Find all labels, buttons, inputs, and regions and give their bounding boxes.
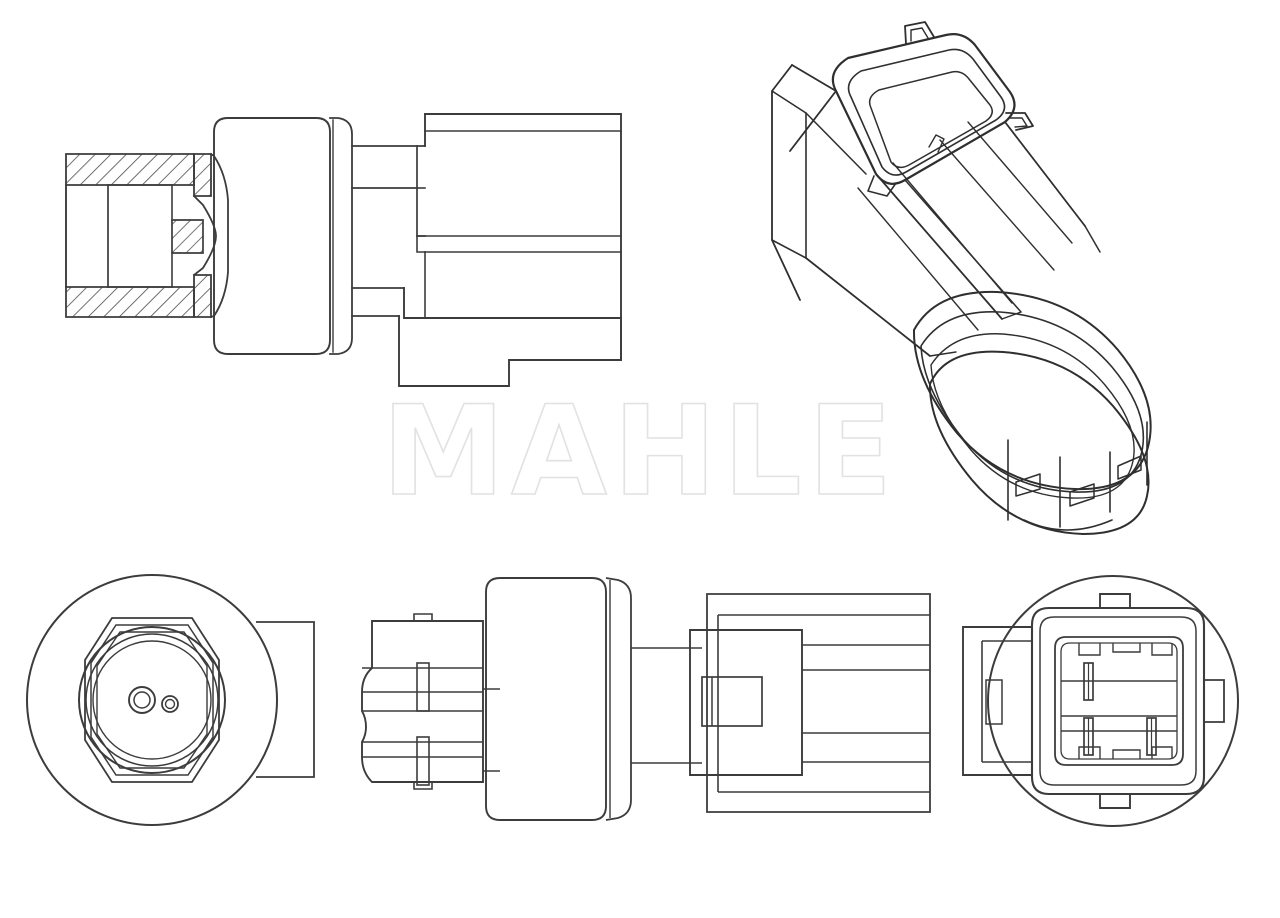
sensor-body-section bbox=[213, 117, 353, 355]
crimp-ring-iso bbox=[912, 290, 1152, 535]
blade-terminals-face bbox=[1083, 662, 1157, 756]
connector-shroud-face bbox=[1030, 606, 1206, 796]
connector-body-iso bbox=[771, 64, 1101, 357]
connector-flange-circle bbox=[987, 575, 1239, 827]
connector-housing-section bbox=[398, 113, 622, 387]
terminal-cavity-face bbox=[1054, 636, 1184, 766]
threaded-fitting-section bbox=[65, 152, 229, 319]
latch-lug-face bbox=[962, 626, 1032, 776]
hex-base-iso bbox=[1007, 421, 1148, 531]
outer-flange-circle bbox=[26, 574, 278, 826]
port-rings-front bbox=[78, 626, 226, 774]
connector-shroud-iso bbox=[831, 21, 1034, 197]
hex-nut-side bbox=[361, 613, 484, 790]
key-notches-face bbox=[1099, 593, 1131, 809]
connector-neck-section bbox=[351, 145, 426, 317]
hex-nut-profile-front bbox=[84, 617, 220, 783]
connector-housing-side bbox=[689, 593, 931, 813]
connector-body-outline-front bbox=[256, 621, 315, 778]
port-holes-front bbox=[128, 686, 179, 714]
right-tab-face bbox=[1204, 679, 1225, 723]
sensor-body-side bbox=[485, 577, 632, 821]
